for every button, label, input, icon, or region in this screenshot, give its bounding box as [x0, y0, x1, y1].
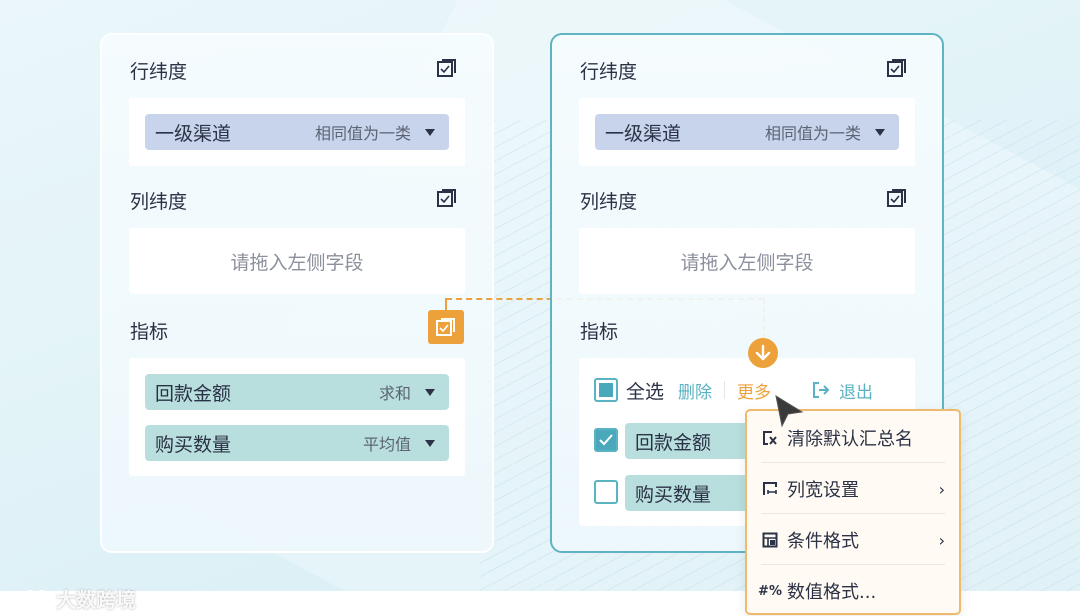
menu-divider: [761, 564, 945, 565]
metric-chip[interactable]: 回款金额: [625, 423, 755, 459]
batch-select-icon[interactable]: [436, 187, 458, 209]
chevron-right-icon: ›: [938, 479, 945, 499]
row-dimension-title: 行纬度: [580, 61, 638, 83]
column-width-icon: [761, 480, 779, 498]
logo-icon: [11, 589, 48, 607]
metric-row[interactable]: [594, 480, 618, 504]
menu-item-column-width[interactable]: 列宽设置 ›: [761, 464, 945, 514]
column-dimension-title: 列纬度: [130, 191, 188, 213]
metrics-dropzone[interactable]: 回款金额 求和 购买数量 平均值: [129, 358, 465, 476]
batch-select-icon[interactable]: [886, 57, 908, 79]
batch-select-icon[interactable]: [886, 187, 908, 209]
menu-item-number-format[interactable]: #% 数值格式...: [758, 582, 877, 603]
dropdown-caret-icon[interactable]: [875, 128, 885, 136]
conditional-format-icon: [761, 531, 779, 549]
dropdown-caret-icon[interactable]: [425, 128, 435, 136]
dropdown-caret-icon[interactable]: [425, 388, 435, 396]
left-config-panel: 行纬度 一级渠道 相同值为一类 列纬度 请拖入左侧字段 指标 回款金额 求和 购…: [100, 33, 494, 553]
toolbar-divider: [724, 381, 726, 399]
drop-indicator: [748, 338, 778, 368]
menu-item-clear-summary-name[interactable]: 清除默认汇总名: [761, 413, 945, 463]
metric-chip[interactable]: 购买数量: [625, 475, 755, 511]
connector-line: [445, 298, 447, 310]
metrics-batch-select-button[interactable]: [428, 310, 464, 344]
metric-checkbox[interactable]: [594, 480, 618, 504]
select-all-label[interactable]: 全选: [626, 380, 665, 403]
arrow-down-icon: [755, 344, 771, 361]
delete-button[interactable]: 删除: [678, 382, 713, 403]
row-field-chip[interactable]: 一级渠道 相同值为一类: [595, 114, 899, 150]
number-format-icon: #%: [758, 583, 782, 599]
dropdown-caret-icon[interactable]: [425, 439, 435, 447]
watermark-logo: 大数跨境: [10, 584, 136, 613]
column-dimension-title: 列纬度: [580, 191, 638, 213]
more-button[interactable]: 更多: [737, 382, 772, 403]
chevron-right-icon: ›: [938, 530, 945, 550]
menu-divider: [761, 462, 945, 463]
select-all-checkbox[interactable]: [594, 378, 618, 402]
column-dimension-dropzone[interactable]: 请拖入左侧字段: [579, 228, 915, 294]
more-dropdown-menu: 清除默认汇总名 列宽设置 › 条件格式 › #% 数值格式...: [745, 409, 961, 615]
metric-row[interactable]: [594, 428, 618, 452]
menu-item-conditional-format[interactable]: 条件格式 ›: [761, 515, 945, 565]
metrics-title: 指标: [580, 321, 619, 343]
batch-select-icon: [436, 318, 455, 336]
clear-name-icon: [761, 429, 779, 447]
mouse-cursor-icon: [775, 394, 804, 428]
metric-checkbox[interactable]: [594, 428, 618, 452]
column-dimension-dropzone[interactable]: 请拖入左侧字段: [129, 228, 465, 294]
row-field-chip[interactable]: 一级渠道 相同值为一类: [145, 114, 449, 150]
metrics-title: 指标: [130, 321, 169, 343]
exit-icon: [813, 382, 830, 398]
check-icon: [599, 434, 613, 446]
exit-button[interactable]: 退出: [811, 378, 873, 403]
row-dimension-dropzone[interactable]: 一级渠道 相同值为一类: [579, 98, 915, 166]
row-dimension-dropzone[interactable]: 一级渠道 相同值为一类: [129, 98, 465, 166]
metric-chip[interactable]: 回款金额 求和: [145, 374, 449, 410]
metric-chip[interactable]: 购买数量 平均值: [145, 425, 449, 461]
metrics-batch-toolbar: 全选 删除 更多 退出: [594, 374, 873, 406]
menu-divider: [761, 513, 945, 514]
row-dimension-title: 行纬度: [130, 61, 188, 83]
batch-select-icon[interactable]: [436, 57, 458, 79]
